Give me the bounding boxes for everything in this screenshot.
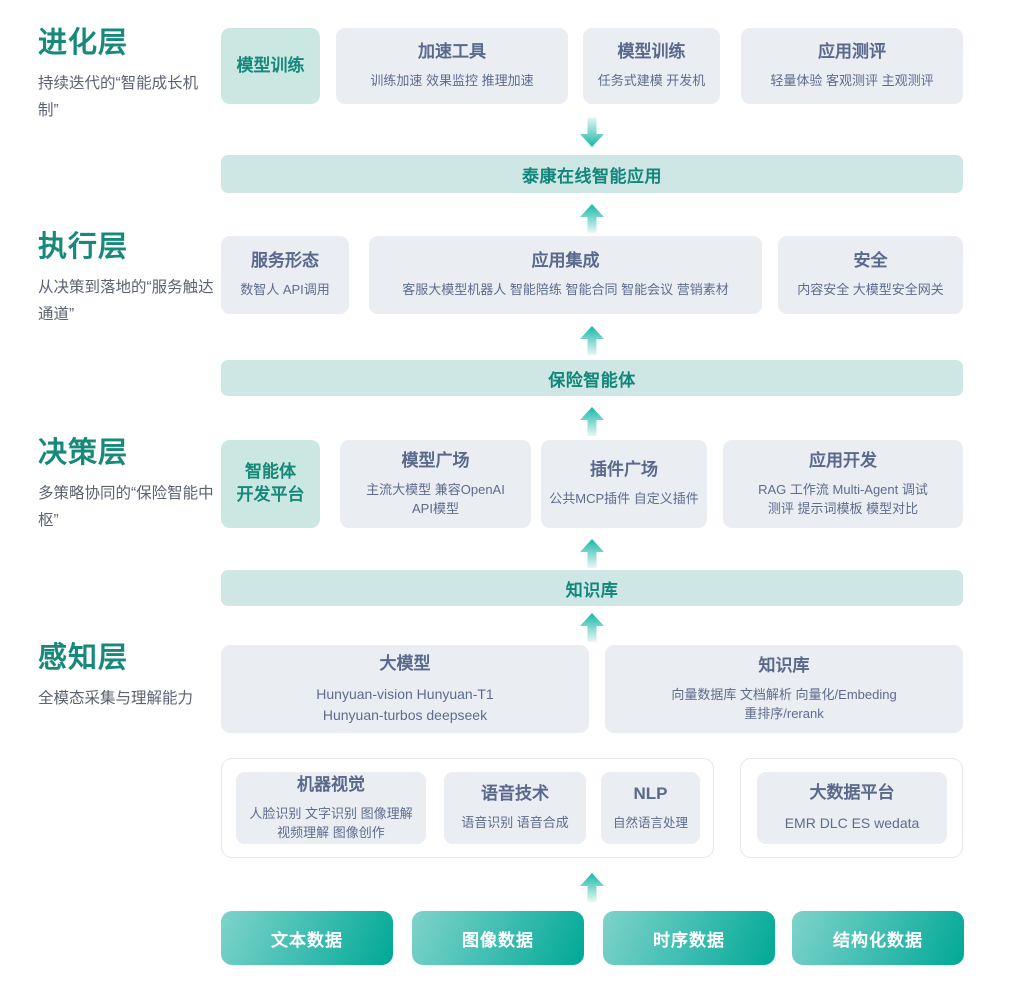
card-title: 加速工具 — [418, 42, 486, 62]
card-title: 应用测评 — [818, 42, 886, 62]
layer-description: 全模态采集与理解能力 — [38, 689, 194, 707]
card-subtitle: 任务式建模 开发机 — [597, 73, 706, 89]
card-title: NLP — [633, 784, 668, 804]
card-title: 插件广场 — [590, 460, 658, 480]
pill-image-data[interactable]: 图像数据 — [412, 911, 584, 965]
card-subtitle: 向量数据库 文档解析 向量化/Embeding 重排序/rerank — [671, 686, 897, 721]
card-application-development[interactable]: 应用开发 RAG 工作流 Multi-Agent 调试 测评 提示词模板 模型对… — [723, 440, 963, 528]
card-title: 模型训练 — [617, 42, 686, 62]
card-service-form[interactable]: 服务形态 数智人 API调用 — [221, 236, 349, 314]
card-title: 应用集成 — [531, 251, 600, 271]
arrow-up-icon — [579, 612, 605, 642]
bar-label: 知识库 — [565, 580, 619, 600]
card-title: 知识库 — [758, 655, 810, 675]
card-agent-dev-platform[interactable]: 智能体 开发平台 — [221, 440, 320, 528]
card-title: 安全 — [853, 251, 888, 271]
card-big-data-platform[interactable]: 大数据平台 EMR DLC ES wedata — [757, 772, 947, 844]
card-subtitle: 轻量体验 客观测评 主观测评 — [770, 73, 934, 89]
arrow-up-icon — [579, 538, 605, 568]
card-subtitle: EMR DLC ES wedata — [784, 815, 920, 832]
card-title: 语音技术 — [481, 784, 549, 804]
layer-label-perception: 感知层 全模态采集与理解能力 — [38, 642, 218, 712]
card-title: 应用开发 — [809, 450, 877, 470]
arrow-up-icon — [579, 872, 605, 902]
card-application-integration[interactable]: 应用集成 客服大模型机器人 智能陪练 智能合同 智能会议 营销素材 — [369, 236, 762, 314]
pill-structured-data[interactable]: 结构化数据 — [792, 911, 964, 965]
card-title: 机器视觉 — [297, 774, 365, 794]
pill-label: 图像数据 — [462, 930, 534, 950]
bar-label: 保险智能体 — [548, 370, 636, 390]
card-subtitle: RAG 工作流 Multi-Agent 调试 测评 提示词模板 模型对比 — [758, 481, 928, 516]
card-title: 大数据平台 — [809, 783, 895, 803]
card-subtitle: 主流大模型 兼容OpenAI API模型 — [366, 481, 505, 516]
layer-title: 感知层 — [38, 642, 129, 674]
card-subtitle: 自然语言处理 — [612, 816, 688, 831]
card-application-evaluation[interactable]: 应用测评 轻量体验 客观测评 主观测评 — [741, 28, 963, 104]
pill-timeseries-data[interactable]: 时序数据 — [603, 911, 775, 965]
card-title: 服务形态 — [251, 251, 319, 271]
card-plugin-marketplace[interactable]: 插件广场 公共MCP插件 自定义插件 — [541, 440, 707, 528]
layer-title: 决策层 — [38, 437, 129, 469]
arrow-up-icon — [579, 406, 605, 436]
card-subtitle: 公共MCP插件 自定义插件 — [549, 491, 699, 507]
card-speech-technology[interactable]: 语音技术 语音识别 语音合成 — [444, 772, 586, 844]
layer-label-execution: 执行层 从决策到落地的“服务触达通道” — [38, 231, 218, 328]
pill-label: 文本数据 — [271, 930, 343, 950]
arrow-up-icon — [579, 203, 605, 233]
pill-label: 时序数据 — [653, 930, 725, 950]
layer-description: 从决策到落地的“服务触达通道” — [38, 278, 214, 324]
layer-title: 进化层 — [38, 27, 129, 59]
card-machine-vision[interactable]: 机器视觉 人脸识别 文字识别 图像理解 视频理解 图像创作 — [236, 772, 426, 844]
layer-description: 多策略协同的“保险智能中枢” — [38, 484, 214, 530]
layer-label-evolution: 进化层 持续迭代的“智能成长机制” — [38, 27, 218, 124]
arrow-up-icon — [579, 325, 605, 355]
card-acceleration-tools[interactable]: 加速工具 训练加速 效果监控 推理加速 — [336, 28, 568, 104]
bar-taikang-online-application[interactable]: 泰康在线智能应用 — [221, 155, 963, 193]
card-subtitle: 客服大模型机器人 智能陪练 智能合同 智能会议 营销素材 — [402, 282, 729, 298]
pill-label: 结构化数据 — [833, 930, 923, 950]
card-title: 大模型 — [379, 654, 431, 674]
bar-insurance-agent[interactable]: 保险智能体 — [221, 360, 963, 396]
card-title: 智能体 开发平台 — [236, 462, 305, 504]
card-subtitle: Hunyuan-vision Hunyuan-T1 Hunyuan-turbos… — [316, 686, 494, 723]
card-subtitle: 语音识别 语音合成 — [461, 815, 569, 831]
card-subtitle: 数智人 API调用 — [240, 282, 330, 298]
card-subtitle: 训练加速 效果监控 推理加速 — [370, 73, 534, 89]
bar-label: 泰康在线智能应用 — [522, 166, 662, 186]
card-large-models[interactable]: 大模型 Hunyuan-vision Hunyuan-T1 Hunyuan-tu… — [221, 645, 589, 733]
card-model-marketplace[interactable]: 模型广场 主流大模型 兼容OpenAI API模型 — [340, 440, 531, 528]
card-model-training[interactable]: 模型训练 任务式建模 开发机 — [583, 28, 720, 104]
card-model-training-accent[interactable]: 模型训练 — [221, 28, 320, 104]
card-nlp[interactable]: NLP 自然语言处理 — [601, 772, 700, 844]
card-subtitle: 内容安全 大模型安全网关 — [797, 282, 944, 298]
card-subtitle: 人脸识别 文字识别 图像理解 视频理解 图像创作 — [249, 805, 413, 840]
layer-title: 执行层 — [38, 231, 129, 263]
layer-description: 持续迭代的“智能成长机制” — [38, 74, 199, 120]
card-title: 模型训练 — [236, 55, 305, 75]
card-title: 模型广场 — [401, 450, 470, 470]
arrow-down-icon — [579, 118, 605, 148]
pill-text-data[interactable]: 文本数据 — [221, 911, 393, 965]
bar-knowledge-base[interactable]: 知识库 — [221, 570, 963, 606]
layer-label-decision: 决策层 全模态采集与理解能力 多策略协同的“保险智能中枢” — [38, 437, 218, 534]
card-knowledge-base[interactable]: 知识库 向量数据库 文档解析 向量化/Embeding 重排序/rerank — [605, 645, 963, 733]
card-security[interactable]: 安全 内容安全 大模型安全网关 — [778, 236, 963, 314]
